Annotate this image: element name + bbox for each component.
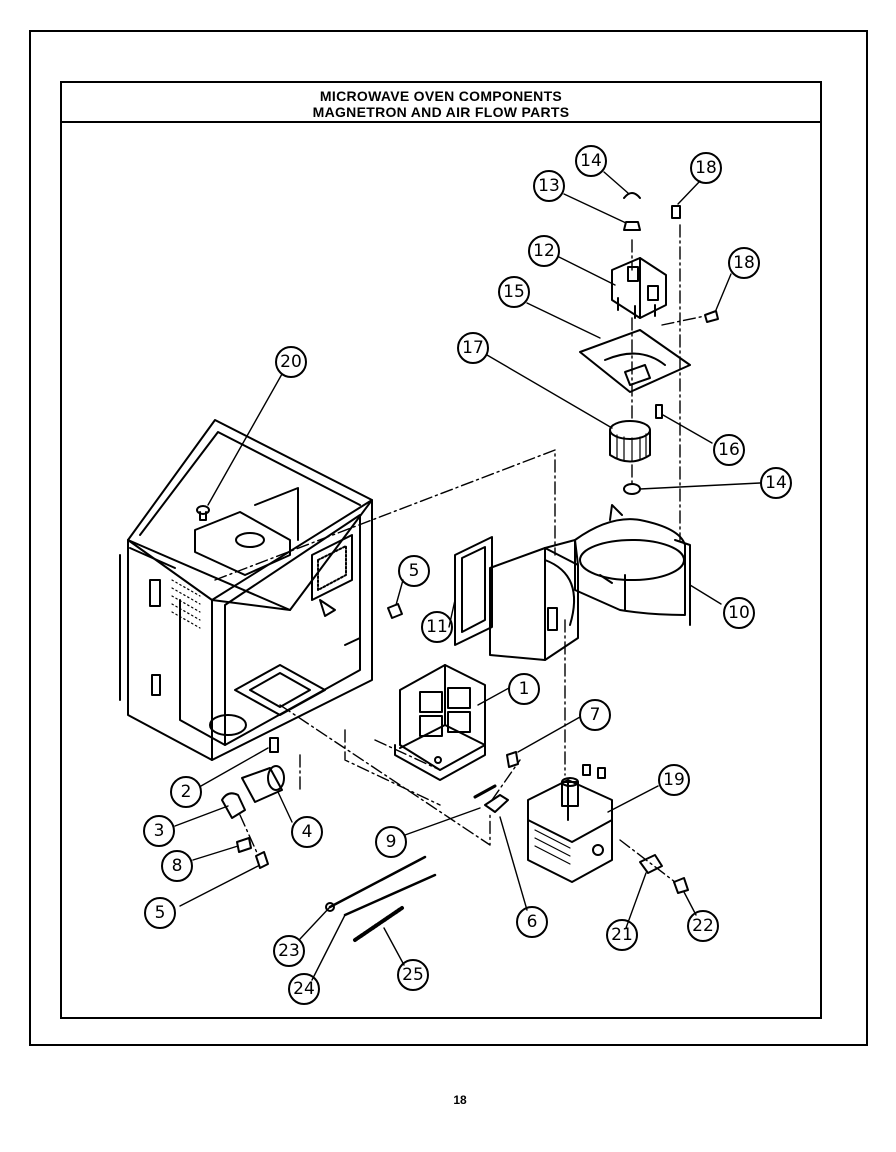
magnetron-part-19 bbox=[527, 764, 613, 883]
callout-8: 8 bbox=[172, 856, 183, 876]
fan-orifice-part-10 bbox=[574, 504, 691, 626]
callout-7: 7 bbox=[590, 705, 601, 725]
clip-part-14-top bbox=[623, 192, 641, 199]
callout-14-lower: 14 bbox=[765, 473, 787, 493]
callout-9: 9 bbox=[386, 832, 397, 852]
callout-14-top: 14 bbox=[580, 151, 602, 171]
switch-part-6 bbox=[484, 794, 509, 813]
page-number: 18 bbox=[453, 1093, 467, 1107]
oven-cavity bbox=[119, 419, 373, 761]
leader-lines bbox=[174, 171, 761, 981]
callout-18-top: 18 bbox=[695, 158, 717, 178]
thermal-cutout-part-4 bbox=[241, 765, 285, 803]
screw-part-22 bbox=[673, 877, 689, 894]
screw-part-5-bottom bbox=[255, 851, 269, 869]
screw-part-7 bbox=[506, 751, 519, 768]
callout-22: 22 bbox=[692, 916, 714, 936]
wire-harness-part-24 bbox=[343, 873, 437, 917]
callout-17: 17 bbox=[462, 338, 484, 358]
callout-circles bbox=[143, 145, 792, 1005]
air-guide-gasket bbox=[454, 536, 493, 646]
callout-12: 12 bbox=[533, 241, 555, 261]
assembly-lines bbox=[214, 224, 706, 883]
callout-23: 23 bbox=[278, 941, 300, 961]
diagram-subtitle: MAGNETRON AND AIR FLOW PARTS bbox=[312, 104, 570, 120]
callout-6: 6 bbox=[527, 912, 538, 932]
title-block: MICROWAVE OVEN COMPONENTS MAGNETRON AND … bbox=[62, 83, 820, 123]
callout-3: 3 bbox=[154, 821, 165, 841]
diagram-title: MICROWAVE OVEN COMPONENTS bbox=[319, 88, 563, 104]
screw-part-5-side bbox=[387, 603, 403, 619]
fan-blade-part-17 bbox=[609, 420, 651, 463]
callout-25: 25 bbox=[402, 965, 424, 985]
cord-part-9 bbox=[473, 784, 497, 799]
motor-bracket-part-15 bbox=[579, 329, 691, 393]
callout-5-bottom: 5 bbox=[155, 903, 166, 923]
diagram-frame bbox=[60, 81, 822, 1019]
callout-18-side: 18 bbox=[733, 253, 755, 273]
fan-motor-part-12 bbox=[611, 257, 667, 319]
fuse-part-8 bbox=[236, 837, 252, 853]
clip-part-14-lower bbox=[623, 483, 641, 495]
callout-1: 1 bbox=[519, 679, 530, 699]
callout-2: 2 bbox=[181, 782, 192, 802]
thermistor-part-21 bbox=[639, 854, 663, 874]
callout-10: 10 bbox=[728, 603, 750, 623]
screw-part-18-side bbox=[704, 310, 719, 323]
callout-5-side: 5 bbox=[409, 561, 420, 581]
callout-19: 19 bbox=[663, 770, 685, 790]
screw-part-16 bbox=[655, 404, 663, 419]
wire-harness-part-25 bbox=[353, 906, 404, 942]
wire-harness-part-23 bbox=[325, 855, 427, 912]
callout-21: 21 bbox=[611, 925, 633, 945]
callout-16: 16 bbox=[718, 440, 740, 460]
callout-13: 13 bbox=[538, 176, 560, 196]
callout-4: 4 bbox=[302, 822, 313, 842]
screw-part-20 bbox=[196, 505, 210, 521]
bracket-part-3 bbox=[221, 792, 246, 819]
page-border bbox=[29, 30, 868, 1046]
screw-part-2 bbox=[269, 737, 279, 753]
callout-20: 20 bbox=[280, 352, 302, 372]
callout-15: 15 bbox=[503, 282, 525, 302]
callout-11: 11 bbox=[426, 617, 448, 637]
nut-part-13 bbox=[623, 221, 641, 231]
screw-part-18-top bbox=[671, 205, 681, 219]
callout-24: 24 bbox=[293, 979, 315, 999]
transformer-part-1 bbox=[394, 664, 486, 781]
